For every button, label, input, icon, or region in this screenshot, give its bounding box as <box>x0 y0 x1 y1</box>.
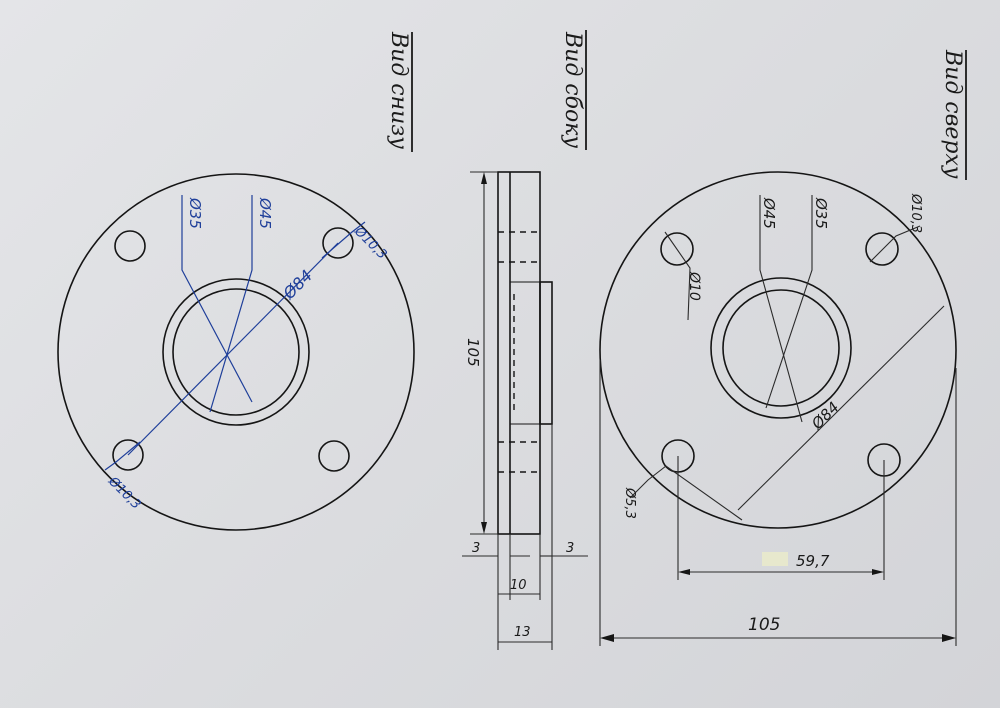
top-d10-leader <box>664 231 691 321</box>
top-hole-b-leader <box>629 465 743 521</box>
side-right-3-label: 3 <box>566 541 574 556</box>
bottom-boss-circle <box>162 278 310 426</box>
top-d35-leader <box>765 195 813 409</box>
side-arrow-bottom <box>481 522 487 534</box>
top-hole-top-right <box>865 232 899 266</box>
bottom-view: Ø35 Ø45 Ø84 Ø10,3 Ø10,3 Вид снизу <box>57 31 415 531</box>
bottom-bore-circle <box>172 288 300 416</box>
bottom-hole-bottom-right <box>318 440 350 472</box>
top-r84-leader <box>737 305 945 511</box>
top-59-highlight <box>762 552 788 566</box>
bottom-d35-leader <box>181 195 253 403</box>
top-bore-circle <box>722 289 840 407</box>
side-10-label: 10 <box>510 578 527 593</box>
bottom-hole-top-right <box>322 227 354 259</box>
bottom-d45-leader <box>209 195 253 413</box>
bottom-hole-leader-b <box>104 441 141 471</box>
top-hole-b-label: Ø5,3 <box>622 487 637 519</box>
top-view-title: Вид сверху <box>940 49 965 179</box>
bottom-d35-label: Ø35 <box>186 197 204 229</box>
side-left-3-label: 3 <box>472 541 480 556</box>
side-boss <box>539 281 553 425</box>
side-view-title: Вид сбоку <box>560 31 585 148</box>
bottom-hole-label-b: Ø10,3 <box>104 474 143 513</box>
top-105-label: 105 <box>748 615 780 635</box>
side-arrow-top <box>481 172 487 184</box>
top-105-arrow-right <box>942 634 956 642</box>
top-hole-top-left <box>660 232 694 266</box>
bottom-outer-circle <box>57 173 415 531</box>
top-hole-label: Ø10,3 <box>908 193 923 233</box>
bottom-hole-bottom-left <box>112 439 144 471</box>
top-105-arrow-left <box>600 634 614 642</box>
top-d10-label: Ø10 <box>686 271 702 301</box>
side-view: 105 3 3 10 13 Вид сбоку <box>462 30 588 650</box>
top-d45-leader <box>759 195 803 423</box>
top-d45-label: Ø45 <box>760 197 778 229</box>
top-boss-circle <box>710 277 852 419</box>
bottom-view-title: Вид снизу <box>386 31 411 149</box>
bottom-hole-label-a: Ø10,3 <box>350 224 389 263</box>
bottom-d45-label: Ø45 <box>256 197 274 229</box>
top-59-arrow-right <box>872 569 884 575</box>
top-r84-label: Ø84 <box>807 398 842 433</box>
top-view: Ø45 Ø35 Ø10 Ø84 Ø10,3 Ø5,3 59,7 105 Вид … <box>599 49 967 646</box>
side-13-label: 13 <box>514 625 531 640</box>
top-hole-leader <box>869 225 921 263</box>
top-59-arrow-left <box>678 569 690 575</box>
bottom-hole-leader-a <box>321 221 366 259</box>
top-outer-circle <box>599 171 957 529</box>
bottom-r84-leader <box>127 242 339 456</box>
top-d35-label: Ø35 <box>812 197 830 229</box>
top-59-label: 59,7 <box>796 552 830 570</box>
bottom-hole-top-left <box>114 230 146 262</box>
side-body <box>497 171 541 535</box>
side-height-label: 105 <box>464 338 482 367</box>
